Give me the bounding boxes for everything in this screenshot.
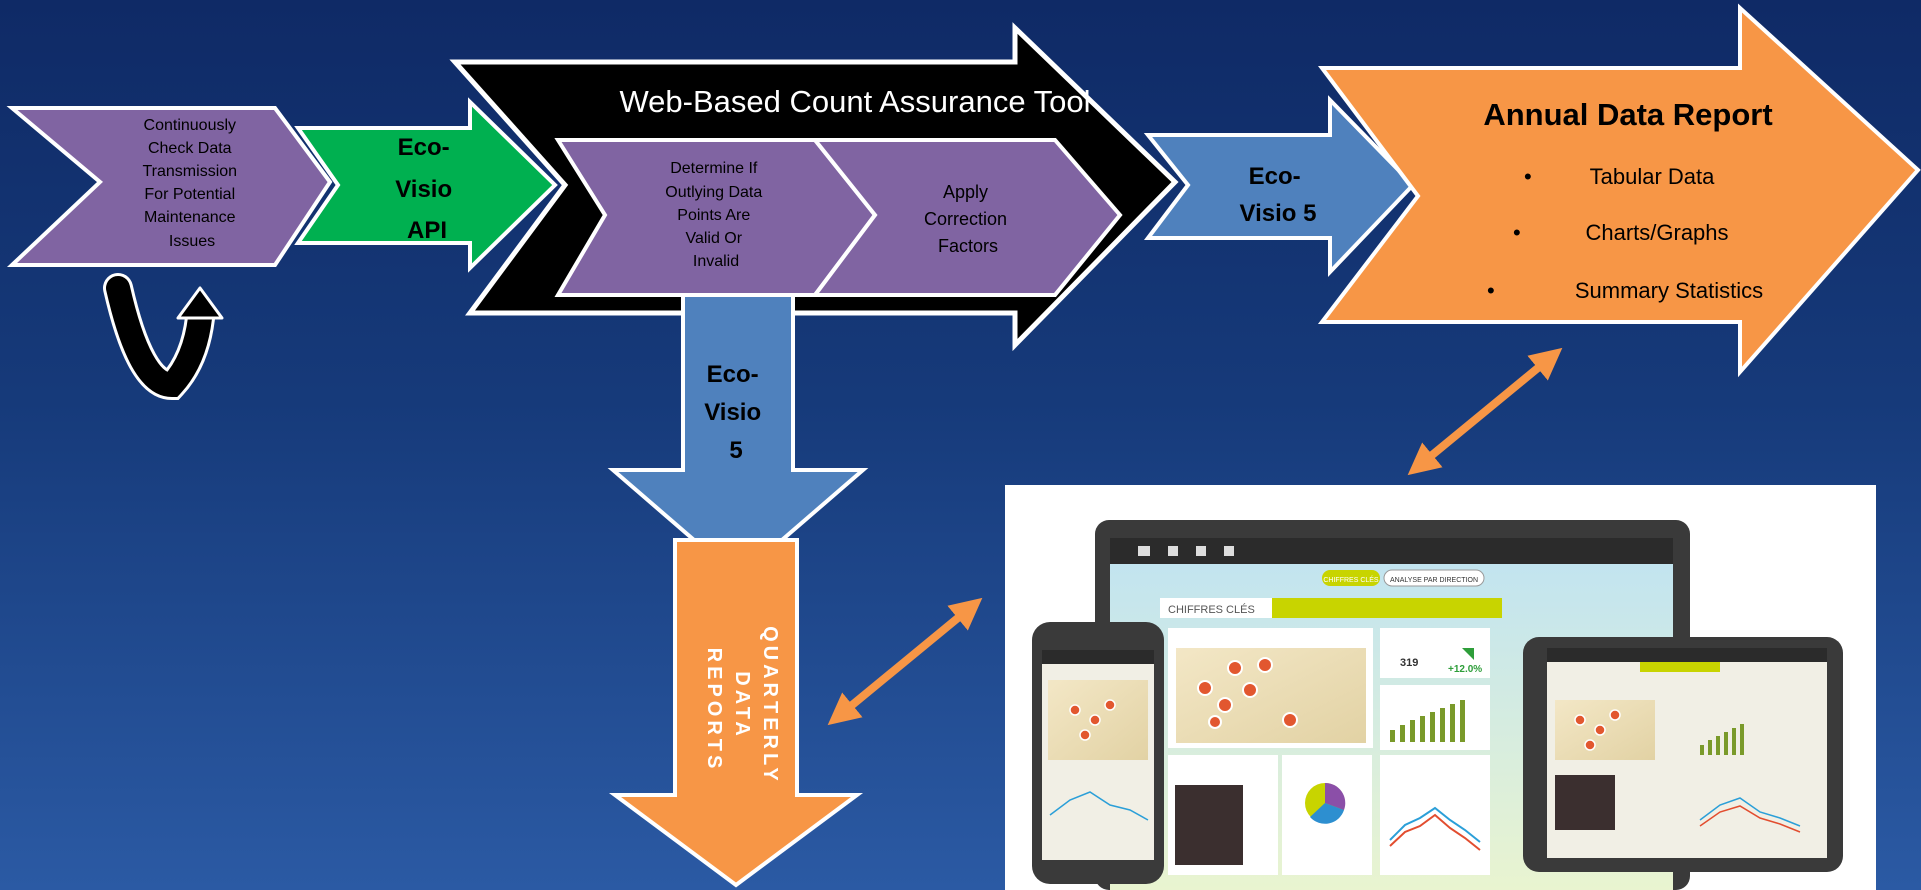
- dashboard-stat-value: 319: [1400, 657, 1418, 669]
- svg-text:QUARTERLY DATA: QUARTERLY DATA REPORTS: [703, 626, 781, 794]
- annual-report-step: Annual Data Report • Tabular Data • Char…: [1317, 3, 1921, 378]
- ecovisio5-down-line-2: Visio: [704, 399, 761, 426]
- quarterly-line-2: DATA: [731, 671, 753, 739]
- determine-line-4: Valid Or: [685, 230, 742, 247]
- repeat-loop-icon: [103, 273, 224, 401]
- determine-line-5: Invalid: [693, 253, 739, 270]
- quarterly-reports-step: QUARTERLY DATA REPORTS: [608, 538, 864, 888]
- determine-line-1: Determine If: [670, 160, 758, 177]
- ecovisio5-down-step: Eco- Visio 5: [607, 293, 869, 581]
- dashboard-tab-active: CHIFFRES CLÉS: [1323, 575, 1379, 584]
- dashboard-devices-image: CHIFFRES CLÉS ANALYSE PAR DIRECTION CHIF…: [1005, 485, 1876, 890]
- ecovisio-api-line-3: API: [407, 217, 447, 244]
- monitor-line-4: For Potential: [144, 186, 235, 203]
- determine-line-2: Outlying Data: [665, 184, 762, 201]
- ecovisio5-right-line-1: Eco-: [1249, 163, 1301, 190]
- quarterly-dashboard-connector: [827, 597, 983, 726]
- apply-line-3: Factors: [938, 236, 998, 256]
- monitor-line-5: Maintenance: [144, 209, 236, 226]
- svg-text:Eco- Visio 5: Eco- Visio 5: [704, 361, 768, 464]
- ecovisio5-right-step: Eco- Visio 5: [1143, 95, 1416, 277]
- dashboard-stat-change: +12.0%: [1448, 664, 1482, 675]
- ecovisio5-down-line-1: Eco-: [707, 361, 759, 388]
- annual-bullet-3: Summary Statistics: [1575, 278, 1763, 303]
- monitor-line-3: Transmission: [143, 163, 238, 180]
- annual-bullet-2: Charts/Graphs: [1585, 220, 1728, 245]
- quarterly-line-1: QUARTERLY: [759, 626, 781, 784]
- svg-text:•: •: [1524, 164, 1532, 189]
- svg-text:Determine If Outlying Da: Determine If Outlying Data Points Are Va…: [665, 160, 766, 270]
- svg-text:•: •: [1487, 278, 1495, 303]
- monitor-line-6: Issues: [169, 233, 215, 250]
- quarterly-line-3: REPORTS: [703, 648, 725, 773]
- svg-text:Eco- Visio API: Eco- Visio API: [395, 134, 459, 244]
- determine-line-3: Points Are: [677, 207, 750, 224]
- apply-line-1: Apply: [943, 182, 988, 202]
- svg-text:Eco- Visio 5: Eco- Visio 5: [1240, 163, 1317, 227]
- count-assurance-tool: Web-Based Count Assurance Tool Eco- Visi…: [449, 22, 1179, 581]
- ecovisio5-down-line-3: 5: [729, 437, 742, 464]
- svg-text:Apply Correction F: Apply Correction Factors: [924, 182, 1012, 256]
- ecovisio-api-line-1: Eco-: [398, 134, 450, 161]
- svg-text:•: •: [1513, 220, 1521, 245]
- dashboard-tab-inactive: ANALYSE PAR DIRECTION: [1390, 577, 1478, 584]
- annual-report-title: Annual Data Report: [1483, 97, 1772, 132]
- monitor-step: Continuously Check Data Transmission For…: [6, 106, 333, 267]
- monitor-line-1: Continuously: [144, 117, 237, 134]
- annual-dashboard-connector: [1407, 347, 1563, 476]
- dashboard-heading: CHIFFRES CLÉS: [1168, 603, 1255, 616]
- ecovisio5-right-line-2: Visio 5: [1240, 200, 1317, 227]
- svg-text:Continuously Check Data: Continuously Check Data Transmission For…: [143, 117, 242, 250]
- apply-line-2: Correction: [924, 209, 1007, 229]
- ecovisio-api-line-2: Visio: [395, 176, 452, 203]
- monitor-line-2: Check Data: [148, 140, 232, 157]
- tool-title: Web-Based Count Assurance Tool: [619, 84, 1090, 119]
- annual-bullet-1: Tabular Data: [1590, 164, 1716, 189]
- ecovisio-api-step: Eco- Visio API: [294, 97, 558, 273]
- apply-correction-step: [810, 138, 1123, 297]
